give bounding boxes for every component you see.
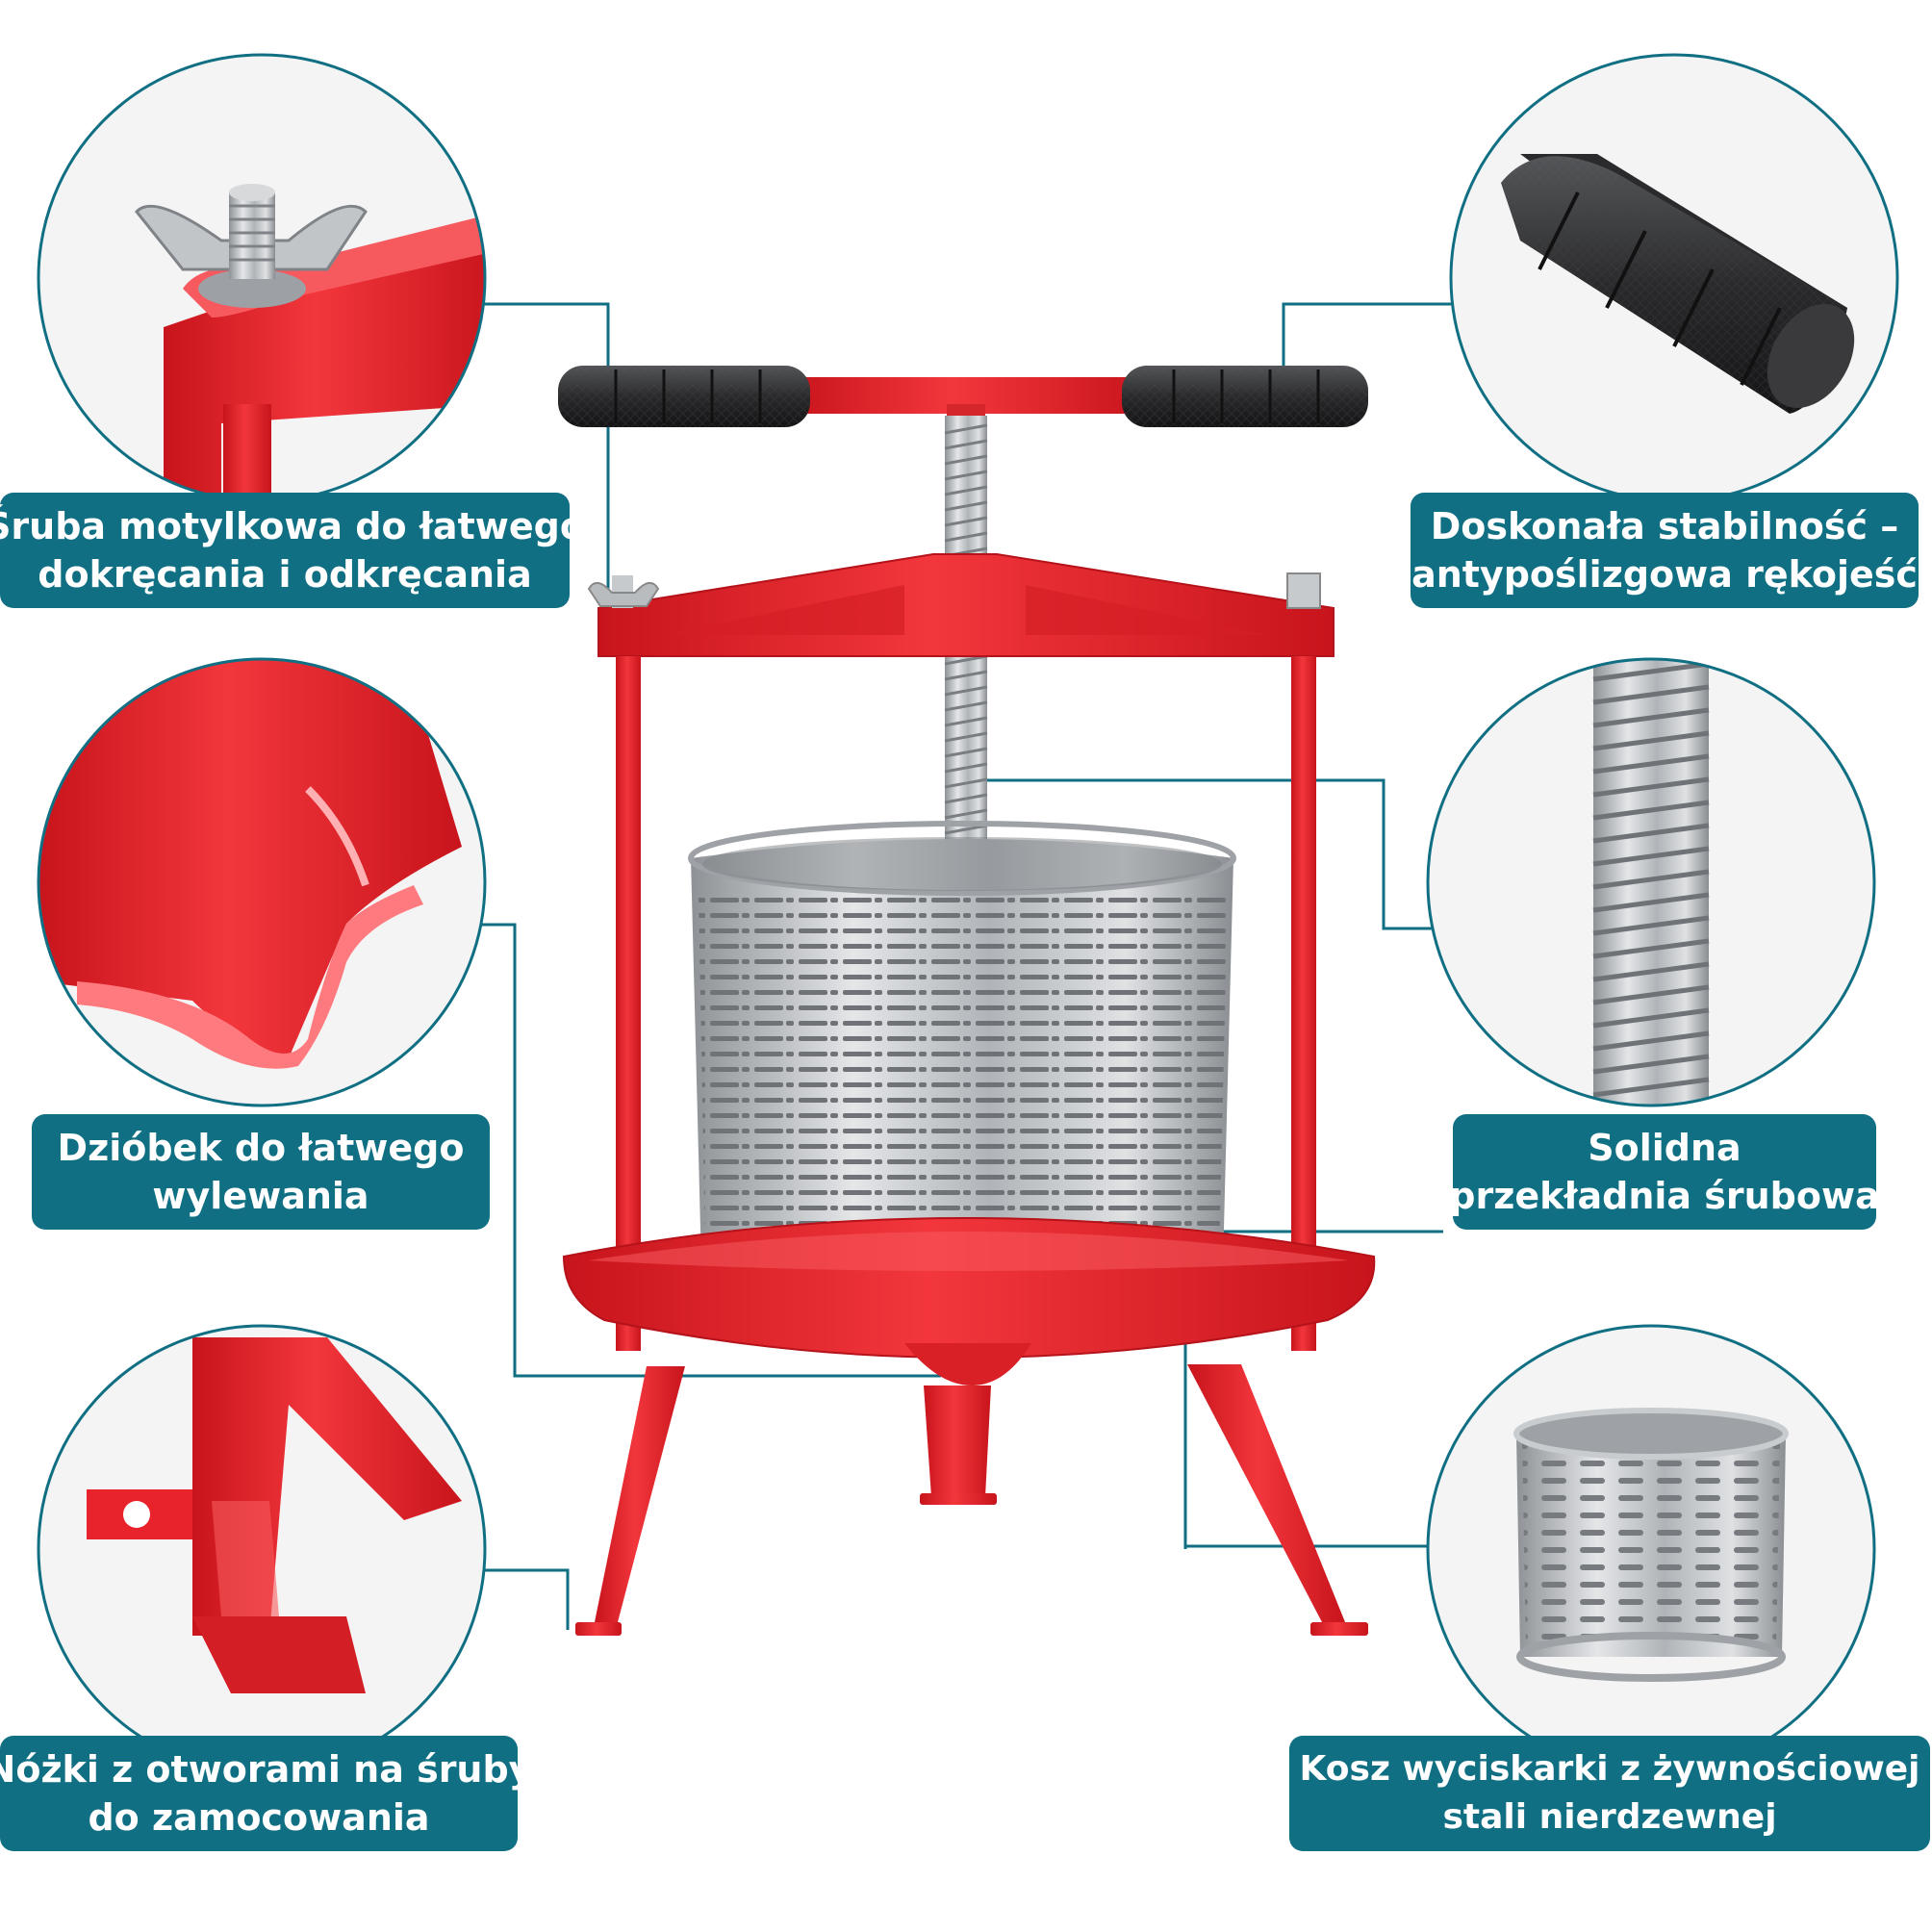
callout-handle: Doskonała stabilność – antypoślizgowa rę… <box>1411 493 1919 608</box>
callout-feet: Nóżki z otworami na śruby do zamocowania <box>0 1736 532 1851</box>
nut-right <box>1286 572 1321 609</box>
right-grip <box>1122 366 1368 427</box>
strainer-basket-icon <box>1426 1324 1876 1774</box>
callout-screw-line2: przekładnia śrubowa <box>1449 1175 1880 1217</box>
drip-tray <box>562 1217 1376 1385</box>
callout-wing-screw-line1: Śruba motylkowa do łatwego <box>0 505 585 547</box>
left-grip <box>558 366 810 427</box>
callout-wing-screw: Śruba motylkowa do łatwego dokręcania i … <box>0 493 585 608</box>
grip-handle-icon <box>1449 53 1899 503</box>
callout-handle-line2: antypoślizgowa rękojeść <box>1411 553 1918 596</box>
callout-handle-line1: Doskonała stabilność – <box>1430 505 1899 547</box>
wine-press <box>558 366 1376 1636</box>
callout-basket: Kosz wyciskarki z żywnościowej stali nie… <box>1289 1736 1930 1851</box>
wing-nut-icon <box>37 53 487 503</box>
wing-nut-left <box>587 575 660 608</box>
callout-feet-line1: Nóżki z otworami na śruby <box>0 1748 533 1791</box>
callout-wing-screw-line2: dokręcania i odkręcania <box>38 553 532 596</box>
callout-spout-line1: Dzióbek do łatwego <box>57 1127 465 1169</box>
callout-screw: Solidna przekładnia śrubowa <box>1449 1114 1880 1230</box>
screw-thread-icon <box>1426 657 1876 1107</box>
callout-spout: Dzióbek do łatwego wylewania <box>32 1114 490 1230</box>
spout-icon <box>37 657 487 1107</box>
callout-spout-line2: wylewania <box>152 1175 369 1217</box>
legs <box>575 1364 1368 1636</box>
callout-basket-line2: stali nierdzewnej <box>1442 1797 1777 1837</box>
foot-mount-icon <box>37 1324 487 1774</box>
callout-feet-line2: do zamocowania <box>88 1796 430 1839</box>
strainer-basket <box>688 821 1236 1321</box>
callout-basket-line1: Kosz wyciskarki z żywnościowej <box>1299 1749 1920 1789</box>
callout-screw-line1: Solidna <box>1588 1127 1741 1169</box>
